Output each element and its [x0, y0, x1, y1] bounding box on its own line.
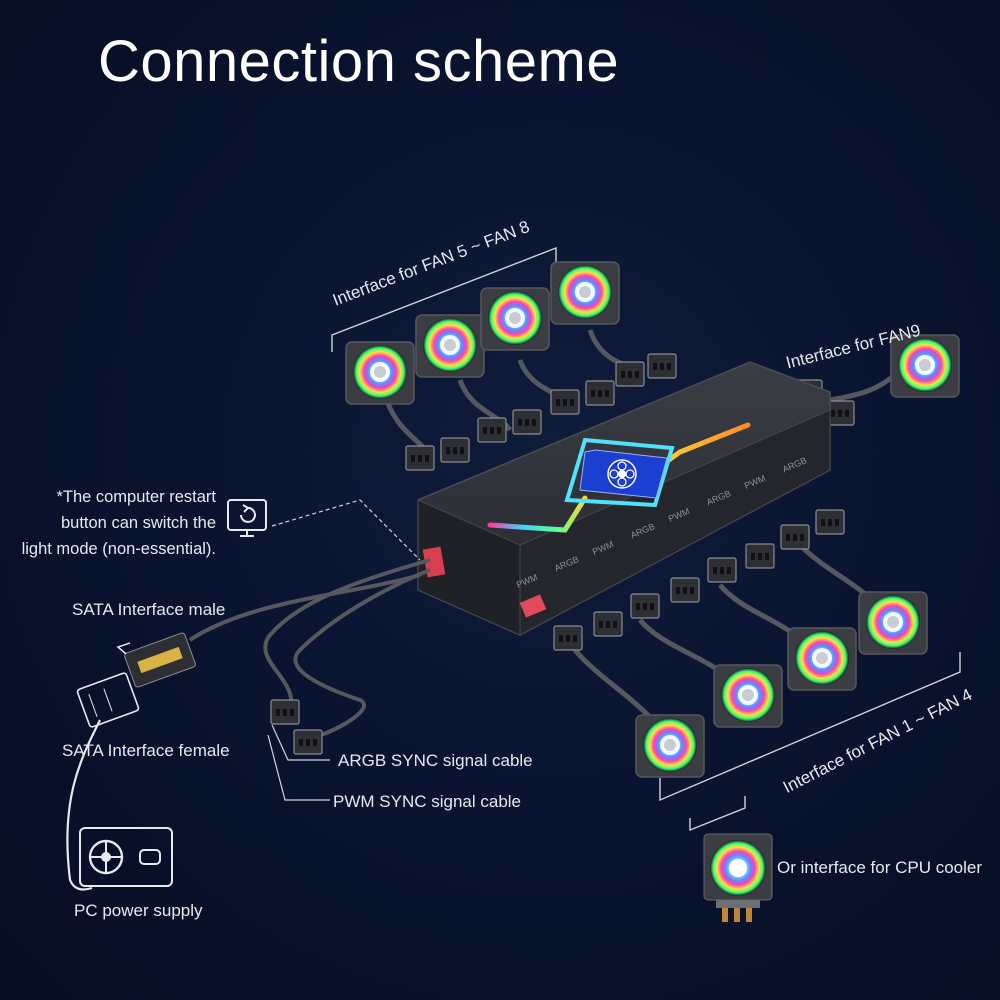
label-cpu-cooler: Or interface for CPU cooler	[777, 858, 983, 877]
fan-4	[858, 591, 928, 655]
argb-sync-connector	[293, 729, 323, 755]
label-sata-male: SATA Interface male	[72, 600, 226, 619]
sata-female-connector	[76, 672, 140, 728]
fan-1	[635, 714, 705, 778]
restart-note-line2: button can switch the	[60, 514, 216, 532]
bracket-fan1-4	[659, 652, 961, 802]
sata-white-cable	[66, 719, 101, 891]
fan-2	[713, 664, 783, 728]
sata-male-connector	[124, 632, 196, 688]
cpu-cooler	[703, 833, 773, 922]
fan-3	[787, 627, 857, 691]
fan-8	[550, 261, 620, 325]
power-supply-icon	[79, 827, 173, 887]
label-sata-female: SATA Interface female	[62, 741, 230, 760]
fan-6	[415, 314, 485, 378]
fan-5	[345, 341, 415, 405]
page-title: Connection scheme	[98, 29, 620, 94]
label-argb-sync: ARGB SYNC signal cable	[338, 751, 533, 770]
label-pwm-sync: PWM SYNC signal cable	[333, 792, 522, 811]
restart-monitor-icon	[227, 499, 267, 537]
fan-7	[480, 287, 550, 351]
pwm-sync-connector	[270, 699, 300, 725]
flower-logo-icon	[607, 459, 637, 489]
bracket-cpu	[689, 796, 746, 832]
bracket-fan5-8	[331, 246, 557, 352]
fan-hub	[417, 361, 831, 636]
restart-note: *The computer restart button can switch …	[12, 484, 216, 562]
restart-note-line1: *The computer restart	[56, 488, 216, 506]
restart-note-line3: light mode (non-essential).	[21, 540, 216, 558]
label-pc-power: PC power supply	[74, 901, 203, 920]
